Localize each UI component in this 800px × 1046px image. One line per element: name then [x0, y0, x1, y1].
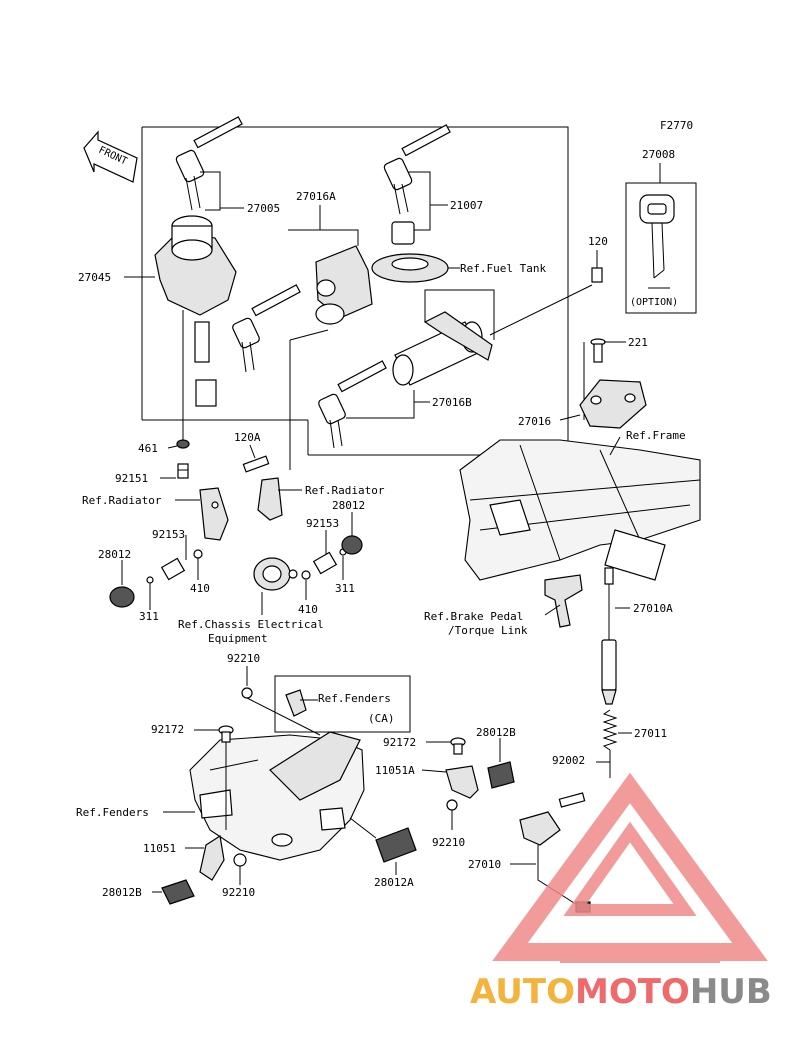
nut-92210-mid	[446, 799, 458, 811]
pad-28012A	[375, 827, 417, 863]
ref-chassis-1: Ref.Chassis Electrical	[178, 618, 324, 631]
watermark-auto: AUTO	[470, 972, 575, 1012]
switch-27010A	[601, 567, 617, 705]
label-92153-right: 92153	[306, 517, 339, 530]
label-28012-mid: 28012	[332, 499, 365, 512]
lock-cylinder-27016B	[392, 311, 493, 386]
label-92172-left: 92172	[151, 723, 184, 736]
ref-radiator-left: Ref.Radiator	[82, 494, 162, 507]
bolt-120A	[242, 455, 270, 473]
label-28012A: 28012A	[374, 876, 414, 889]
ref-radiator-mid: Ref.Radiator	[305, 484, 385, 497]
label-92210-bottom-left: 92210	[222, 886, 255, 899]
bracket-27016	[579, 379, 647, 429]
brake-pedal-bracket	[544, 574, 583, 628]
label-27005: 27005	[247, 202, 280, 215]
nut-92210-top	[241, 687, 253, 699]
ref-fuel-tank: Ref.Fuel Tank	[460, 262, 546, 275]
ref-brake-2: /Torque Link	[448, 624, 528, 637]
label-311-left: 311	[139, 610, 159, 623]
bolt-92172-right	[450, 737, 466, 755]
bolt-120	[591, 267, 603, 283]
key-27005-bottom	[232, 284, 301, 373]
bolt-221	[590, 338, 606, 363]
label-11051A: 11051A	[375, 764, 415, 777]
lock-housing-27016A	[315, 245, 373, 325]
label-21007: 21007	[450, 199, 483, 212]
pad-28012B-left	[161, 879, 195, 905]
watermark-moto: MOTO	[575, 972, 690, 1012]
label-92151: 92151	[115, 472, 148, 485]
label-27010A: 27010A	[633, 602, 673, 615]
label-410-left: 410	[190, 582, 210, 595]
label-92002: 92002	[552, 754, 585, 767]
label-27016B: 27016B	[432, 396, 472, 409]
label-27008: 27008	[642, 148, 675, 161]
watermark-hub: HUB	[690, 972, 772, 1012]
fenders-ca-box	[274, 675, 411, 733]
label-27010: 27010	[468, 858, 501, 871]
label-120A: 120A	[234, 431, 261, 444]
label-92210-top: 92210	[227, 652, 260, 665]
front-arrow-icon: FRONT	[83, 130, 138, 183]
fuel-cap-lock	[371, 221, 449, 283]
washer-461	[176, 439, 190, 449]
label-92210-mid: 92210	[432, 836, 465, 849]
label-27016A: 27016A	[296, 190, 336, 203]
ref-frame: Ref.Frame	[626, 429, 686, 442]
label-92172-right: 92172	[383, 736, 416, 749]
bracket-11051A	[445, 765, 479, 799]
radiator-bracket-mid	[257, 477, 283, 521]
option-key-box	[625, 182, 697, 314]
ref-fenders-ca-1: Ref.Fenders	[318, 692, 391, 705]
watermark-logo	[492, 772, 768, 963]
spring-27011	[602, 709, 618, 751]
fender-assembly	[189, 731, 365, 861]
key-21007	[383, 124, 451, 215]
spacer-92153-right	[301, 535, 363, 580]
label-92153-left: 92153	[152, 528, 185, 541]
label-461: 461	[138, 442, 158, 455]
label-28012-left: 28012	[98, 548, 131, 561]
bracket-11051	[199, 835, 225, 881]
label-221: 221	[628, 336, 648, 349]
label-28012B-left: 28012B	[102, 886, 142, 899]
spacer-92153-left	[109, 549, 203, 608]
label-11051: 11051	[143, 842, 176, 855]
ignition-switch-27045	[154, 215, 237, 440]
label-28012B-right: 28012B	[476, 726, 516, 739]
label-27011: 27011	[634, 727, 667, 740]
radiator-bracket-left	[199, 487, 229, 541]
label-311-right: 311	[335, 582, 355, 595]
ref-fenders-ca-2: (CA)	[368, 712, 395, 725]
key-27005-top	[175, 116, 243, 211]
watermark-text: AUTOMOTOHUB	[470, 972, 772, 1012]
key-27016B	[318, 360, 387, 449]
label-27045: 27045	[78, 271, 111, 284]
frame-structure	[459, 439, 701, 581]
figure-code: F2770	[660, 119, 693, 132]
chassis-component	[253, 557, 298, 591]
option-label: (OPTION)	[630, 297, 678, 308]
bolt-92151	[177, 463, 189, 479]
label-27016: 27016	[518, 415, 551, 428]
ref-brake-1: Ref.Brake Pedal	[424, 610, 523, 623]
ref-fenders: Ref.Fenders	[76, 806, 149, 819]
ref-chassis-2: Equipment	[208, 632, 268, 645]
label-120: 120	[588, 235, 608, 248]
pad-28012B-right	[487, 761, 515, 789]
label-410-right: 410	[298, 603, 318, 616]
nut-92210-bottom-left	[233, 853, 247, 867]
